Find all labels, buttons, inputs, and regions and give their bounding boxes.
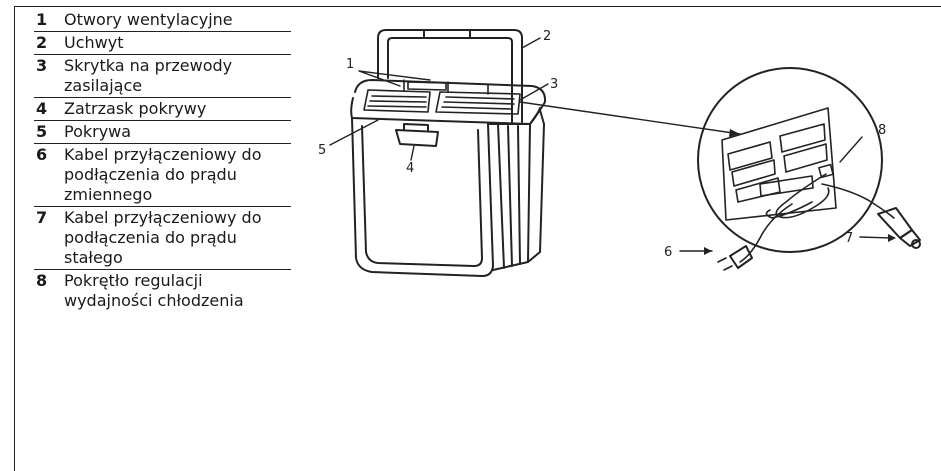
leader-arrowheads <box>704 129 896 255</box>
legend-number: 4 <box>36 99 48 118</box>
callout-5: 5 <box>318 143 326 158</box>
cooler-body-drawing <box>350 79 547 277</box>
legend-number: 3 <box>36 56 48 75</box>
callout-3: 3 <box>550 77 558 92</box>
legend-text: Otwory wentylacyjne <box>64 10 233 29</box>
legend-item-1: 1 Otwory wentylacyjne <box>34 9 291 32</box>
callout-4: 4 <box>406 161 414 176</box>
callout-8: 8 <box>878 123 886 138</box>
callout-1: 1 <box>346 57 354 72</box>
legend-number: 5 <box>36 122 48 141</box>
cables-drawing <box>739 173 895 263</box>
legend-item-3: 3 Skrytka na przewody zasilające <box>34 55 291 98</box>
legend-item-7: 7 Kabel przyłączeniowy do podłączenia do… <box>34 207 291 270</box>
frame-top-border <box>14 6 941 7</box>
callout-6: 6 <box>664 245 672 260</box>
legend-number: 7 <box>36 208 48 227</box>
legend-text: Uchwyt <box>64 33 124 52</box>
legend-text: Zatrzask pokrywy <box>64 99 207 118</box>
callout-2: 2 <box>543 29 551 44</box>
knob-drawing <box>818 163 834 179</box>
lid-vents-drawing <box>363 79 521 115</box>
detail-circle-drawing <box>697 67 883 253</box>
legend-item-2: 2 Uchwyt <box>34 32 291 55</box>
legend-text: Kabel przyłączeniowy do podłączenia do p… <box>64 208 262 267</box>
parts-legend: 1 Otwory wentylacyjne 2 Uchwyt 3 Skrytka… <box>34 9 291 312</box>
dc-plug-drawing <box>877 207 921 249</box>
legend-number: 6 <box>36 145 48 164</box>
callout-7: 7 <box>845 231 853 246</box>
legend-text: Skrytka na przewody zasilające <box>64 56 233 95</box>
latch-drawing <box>395 129 439 147</box>
handle-drawing <box>377 29 523 123</box>
legend-number: 2 <box>36 33 48 52</box>
legend-item-5: 5 Pokrywa <box>34 121 291 144</box>
frame-left-border <box>14 6 15 471</box>
legend-item-4: 4 Zatrzask pokrywy <box>34 98 291 121</box>
legend-text: Kabel przyłączeniowy do podłączenia do p… <box>64 145 262 204</box>
legend-number: 1 <box>36 10 48 29</box>
control-panel-drawing <box>721 107 837 221</box>
legend-number: 8 <box>36 271 48 290</box>
legend-text: Pokrętło regulacji wydajności chłodzenia <box>64 271 244 310</box>
legend-item-8: 8 Pokrętło regulacji wydajności chłodzen… <box>34 270 291 312</box>
ac-plug-drawing <box>717 245 753 271</box>
legend-text: Pokrywa <box>64 122 132 141</box>
legend-item-6: 6 Kabel przyłączeniowy do podłączenia do… <box>34 144 291 207</box>
